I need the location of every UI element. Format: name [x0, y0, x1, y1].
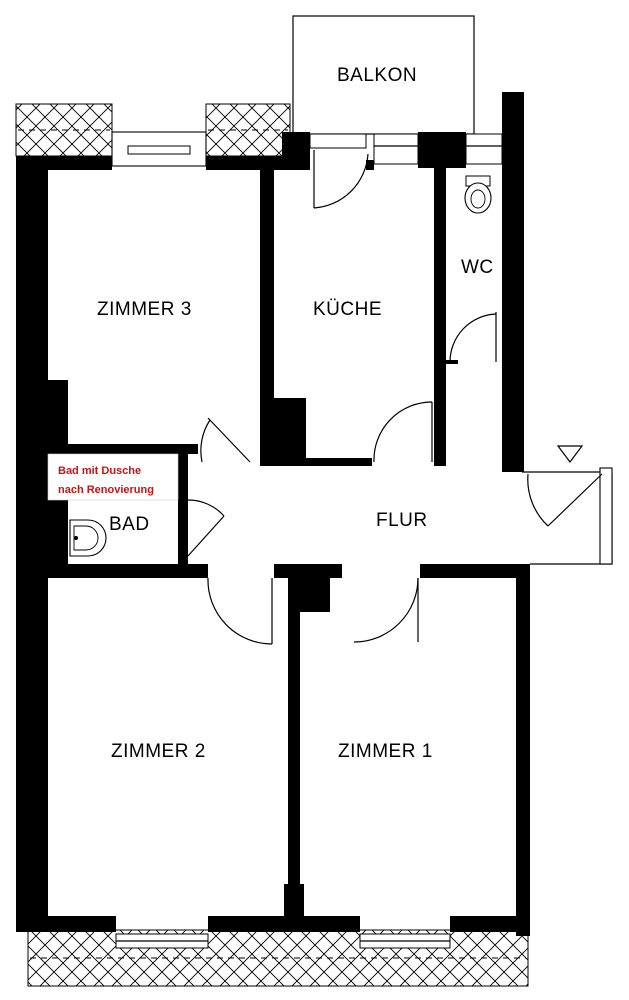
toilet-icon [464, 175, 492, 214]
room-label-zimmer2: ZIMMER 2 [111, 741, 206, 762]
room-label-kueche: KÜCHE [313, 299, 382, 320]
renovation-note-box [47, 453, 179, 501]
walls [16, 92, 530, 936]
hall-outline [522, 467, 613, 565]
top-windows [111, 131, 503, 167]
exterior-wall-top [15, 103, 291, 157]
room-label-balkon: BALKON [337, 65, 417, 86]
doors [187, 150, 603, 645]
entrance-marker-icon [556, 445, 584, 463]
bottom-windows [115, 933, 451, 949]
balcony [292, 15, 475, 135]
renovation-note-line1: Bad mit Dusche [58, 465, 141, 477]
room-label-flur: FLUR [376, 510, 428, 531]
room-label-wc: WC [461, 257, 494, 278]
room-label-zimmer3: ZIMMER 3 [97, 299, 192, 320]
sink-icon [69, 519, 107, 557]
renovation-note-line2: nach Renovierung [58, 484, 154, 496]
room-label-zimmer1: ZIMMER 1 [338, 741, 433, 762]
exterior-wall-bottom [27, 929, 529, 987]
room-label-bad: BAD [109, 514, 150, 535]
